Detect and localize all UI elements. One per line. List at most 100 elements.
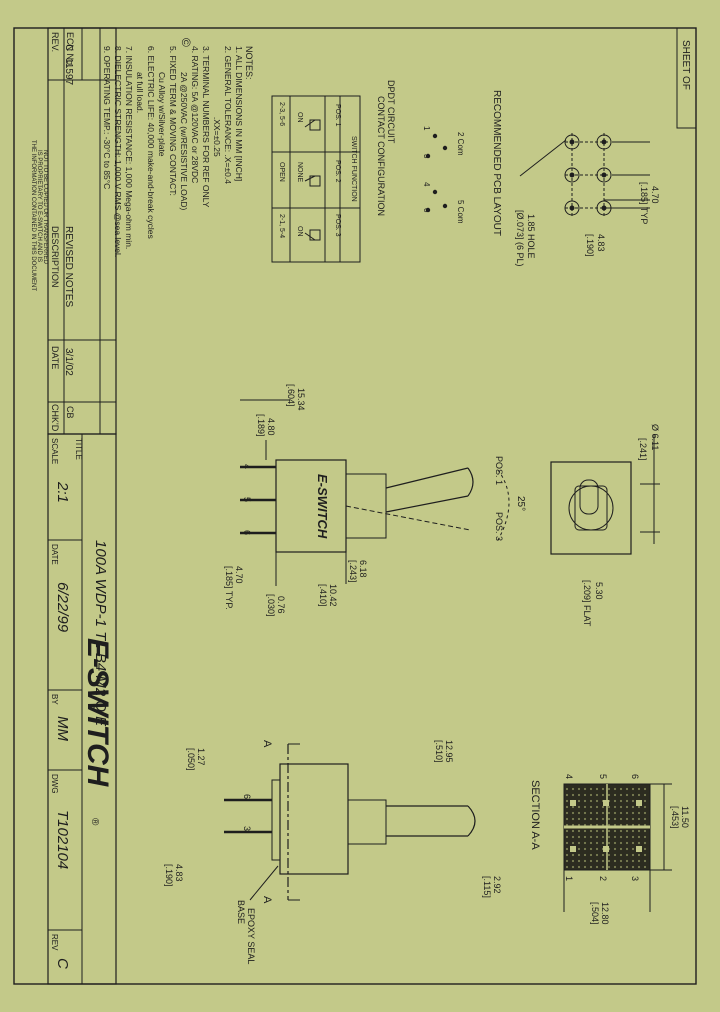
col-pos3: POS. 3 <box>334 214 341 237</box>
dim-pcb-spacing: 4.70 <box>650 186 660 204</box>
date-label: DATE <box>50 544 59 565</box>
func-pos3: ON <box>296 226 303 237</box>
note-line: 1. ALL DIMENSIONS IN MM [INCH] <box>234 46 244 181</box>
contact-configuration: DPDT CIRCUIT CONTACT CONFIGURATION SWITC… <box>271 80 396 263</box>
dim-pcb-hole-in: [Ø.073] (6 PL) <box>515 210 525 267</box>
col-pos1: POS. 1 <box>334 104 341 127</box>
dim-pcb-hole: 1.85 HOLE <box>526 214 536 259</box>
conn-pos2: OPEN <box>278 162 285 182</box>
dim-term-width-in: [.030] <box>266 594 276 617</box>
section-mark-bottom: A <box>261 896 273 904</box>
func-pos2: NONE <box>296 162 303 183</box>
pcb-com-2: 2 Com <box>456 132 465 156</box>
body-logo: E-SWITCH <box>315 474 330 539</box>
side-angle: 25° <box>515 496 526 511</box>
pcb-schematic <box>425 133 448 213</box>
func-pos1: ON <box>296 112 303 123</box>
chkd-header: CHK'D <box>50 404 60 432</box>
conn-pos1: 2-3, 5-6 <box>278 102 285 126</box>
by-label: BY <box>50 694 59 705</box>
dim-side-term-in: [.189] <box>256 414 266 437</box>
dim-end-base: 2.92 <box>492 876 502 894</box>
side-pos1: POS. 1 <box>494 456 504 485</box>
section-term-5: 5 <box>598 774 608 779</box>
end-term-6: 6 <box>242 794 252 799</box>
dim-bushing: 6.18 <box>358 560 368 578</box>
dim-end-height: 12.95 <box>444 740 454 763</box>
dim-end-base-in: [.115] <box>482 876 492 898</box>
date-value: 3/1/02 <box>63 348 74 376</box>
dim-dia: Ø 6.11 <box>650 424 660 450</box>
toggle-icons <box>304 119 321 241</box>
note-line: 4. RATING: 5A @120VAC or 28VDC <box>190 46 200 183</box>
description-value: REVISED NOTES <box>63 226 74 307</box>
note-line: 2A @250VAC (w/RESISTIVE LOAD) <box>179 46 189 211</box>
dim-body-in: [.410] <box>318 584 328 607</box>
rev-value: C <box>63 44 74 51</box>
side-term-6: 6 <box>242 530 252 535</box>
section-title: SECTION A-A <box>529 780 541 850</box>
dim-flat: 5.30 <box>594 582 604 600</box>
side-term-4: 4 <box>242 464 252 469</box>
sheet-of-block: SHEET OF <box>676 27 697 129</box>
dim-side-term: 4.80 <box>266 418 276 436</box>
drawn-by: MM <box>54 716 71 741</box>
dim-dia-in: [.241] <box>638 438 648 461</box>
dim-bushing-in: [.243] <box>348 560 358 583</box>
dim-side-height: 15.34 <box>296 388 306 411</box>
end-view: A A 6 3 12.95 [.510] 1.27 [.050] 4.83 [.… <box>164 740 502 964</box>
description-header: DESCRIPTION <box>50 226 60 288</box>
section-a-a: SECTION A-A 4 5 6 1 2 3 11.50 [.453] 12.… <box>529 774 690 925</box>
epoxy-label-1: EPOXY SEAL <box>246 908 256 964</box>
note-line: 6. ELECTRIC LIFE: 40,000 make-and-break … <box>146 46 156 239</box>
section-terminals <box>570 800 642 852</box>
pcb-term-4: 4 <box>422 182 431 187</box>
pcb-term-6: 6 <box>422 208 431 213</box>
pcb-layout: RECOMMENDED PCB LAYOUT 2 Com 5 Com 1 <box>422 90 660 267</box>
proprietary-line-3: NOT TO BE COPIED OR TRANSFERRED <box>42 150 48 265</box>
contact-title-2: CONTACT CONFIGURATION <box>376 96 386 216</box>
section-mark-top: A <box>261 740 273 748</box>
dim-section-1: 11.50 <box>680 806 690 828</box>
dim-pcb-spacing-in: [.185] TYP <box>639 182 649 224</box>
dim-body: 10.42 <box>328 584 338 607</box>
conn-pos3: 2-1, 5-4 <box>278 214 285 238</box>
note-line: 7. INSULATION RESISTANCE: 1,000 Mega-ohm… <box>124 46 134 249</box>
note-line: Cu Alloy w/Silver-plate <box>157 46 167 157</box>
rev-label: REV <box>50 934 59 951</box>
e-switch-logo: E-SWITCH <box>81 638 114 788</box>
proprietary-line-2: IS PROPRIETARY TO E-SWITCH AND IS <box>36 150 42 262</box>
outer-border <box>13 27 697 985</box>
sheet-of-label: SHEET OF <box>680 40 691 90</box>
section-term-6: 6 <box>630 774 640 779</box>
dim-end-term-h: 4.83 <box>174 864 184 882</box>
notes-heading: NOTES: <box>244 46 254 80</box>
date-header: DATE <box>50 346 60 369</box>
cb-label: CB <box>65 406 75 419</box>
ecn-value: 11597 <box>63 58 74 86</box>
copyright-mark: © <box>179 38 193 47</box>
dwg-label: DWG <box>50 774 59 794</box>
section-term-1: 1 <box>564 876 574 881</box>
dim-section-2: 12.80 <box>600 902 610 925</box>
note-line: 3. TERMINAL NUMBERS FOR REF ONLY <box>201 46 211 208</box>
part-number-title: 100A WDP-1 T1 B4 M2 Q E <box>92 540 109 727</box>
title-label: TITLE <box>74 438 83 460</box>
section-term-4: 4 <box>564 774 574 779</box>
dim-side-height-in: [.604] <box>286 384 296 407</box>
contact-title-1: DPDT CIRCUIT <box>386 80 396 144</box>
switch-function-header: SWITCH FUNCTION <box>350 136 357 202</box>
note-line: .XX=±0.25 <box>212 46 222 157</box>
pcb-com-5: 5 Com <box>456 200 465 224</box>
pcb-term-3: 3 <box>422 154 431 159</box>
dim-end-term-h-in: [.190] <box>164 864 174 887</box>
dim-pitch-in: [.185] TYP. <box>224 566 234 610</box>
notes: NOTES: © 1. ALL DIMENSIONS IN MM [INCH]2… <box>102 38 254 257</box>
top-view: Ø 6.11 [.241] 5.30 [.209] FLAT <box>550 424 660 627</box>
note-line: 2. GENERAL TOLERANCE: .X=±0.4 <box>223 46 233 184</box>
rev-header: REV. <box>50 32 60 52</box>
section-term-3: 3 <box>630 876 640 881</box>
epoxy-label-2: BASE <box>236 900 246 924</box>
